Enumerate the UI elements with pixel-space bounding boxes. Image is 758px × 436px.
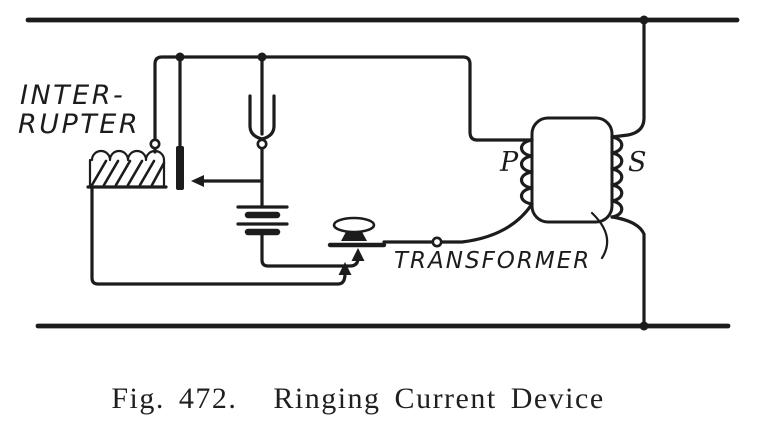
left-arrowhead bbox=[191, 175, 204, 187]
up-arrowhead-left bbox=[338, 262, 352, 275]
coil-return-wire bbox=[90, 185, 347, 286]
battery-return-wire bbox=[260, 232, 360, 268]
telegraph-key bbox=[327, 216, 387, 248]
armature-contact-bar bbox=[176, 146, 184, 190]
transformer-core bbox=[530, 116, 614, 224]
junction-dot-bottom-bus bbox=[639, 321, 649, 331]
vibrator-fork bbox=[248, 55, 276, 208]
coil-ends bbox=[88, 158, 166, 188]
terminal-node-key-wire bbox=[431, 236, 443, 248]
primary-label: P bbox=[499, 147, 519, 178]
figure-caption: Fig. 472. Ringing Current Device bbox=[111, 382, 604, 415]
fork-right-prong bbox=[260, 94, 276, 141]
figure-caption-number: Fig. 472. bbox=[111, 382, 237, 415]
up-arrowhead-right bbox=[351, 248, 365, 261]
secondary-bottom-wire bbox=[610, 215, 646, 328]
transformer-leader-line bbox=[590, 211, 609, 260]
battery bbox=[236, 205, 289, 236]
coil-loops bbox=[90, 149, 166, 162]
inner-top-wire bbox=[153, 55, 479, 154]
key-output-wire bbox=[382, 202, 534, 244]
junction-dot-armature bbox=[175, 52, 185, 62]
fork-left-prong bbox=[248, 94, 264, 141]
coil-hatching bbox=[90, 159, 166, 187]
junction-dot-top-bus bbox=[639, 15, 649, 25]
transformer-label: TRANSFORMER bbox=[394, 248, 591, 274]
figure-caption-title: Ringing Current Device bbox=[273, 382, 604, 415]
secondary-top-wire bbox=[610, 18, 646, 139]
terminal-node-fork bbox=[256, 138, 268, 150]
transformer bbox=[475, 18, 646, 328]
interrupter-label-line1: INTER- bbox=[20, 80, 125, 111]
interrupter-label-line2: RUPTER bbox=[18, 109, 140, 140]
key-knob bbox=[332, 216, 376, 234]
terminal-node-coil bbox=[149, 138, 161, 150]
secondary-winding bbox=[610, 135, 624, 219]
junction-dot-reed bbox=[257, 52, 267, 62]
primary-winding bbox=[519, 138, 534, 206]
interrupter-coil bbox=[86, 149, 168, 189]
secondary-label: S bbox=[628, 147, 647, 178]
